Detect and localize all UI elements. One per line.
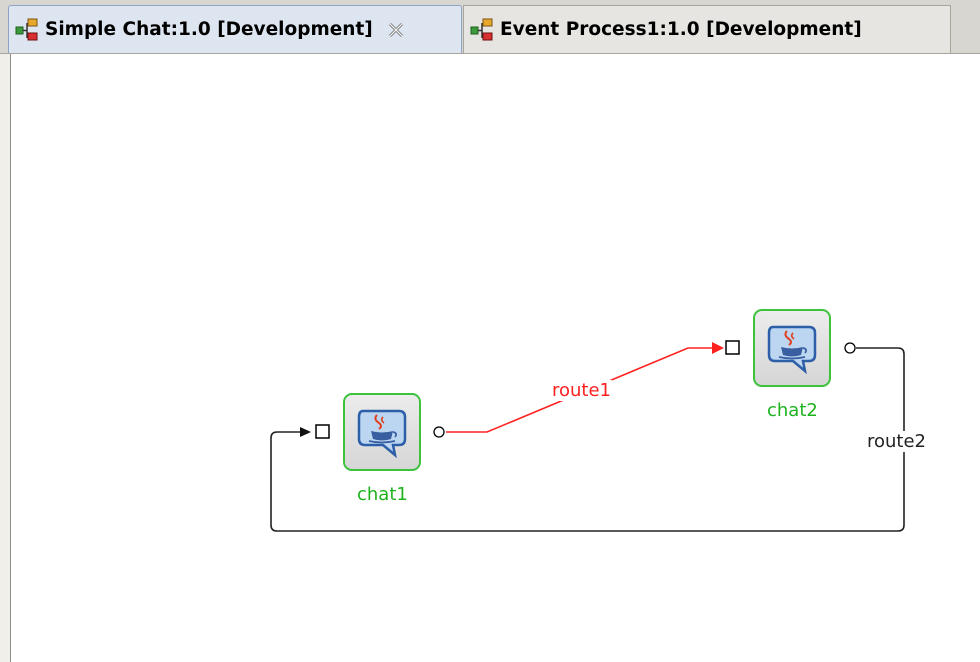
chat2-label: chat2 [767,400,818,421]
editor-tab-bar: Simple Chat:1.0 [Development] Event Proc… [0,0,980,54]
chat1-input-port[interactable] [315,424,330,439]
java-coffee-icon [357,409,407,459]
chat2-output-port[interactable] [844,342,856,354]
component-chat2[interactable] [753,309,831,387]
process-diagram-icon [15,18,38,40]
route2-label[interactable]: route2 [866,431,928,452]
chat1-output-port[interactable] [433,426,445,438]
route1-arrowhead [712,342,724,354]
tab-label: Event Process1:1.0 [Development] [500,19,862,40]
tab-event-process1[interactable]: Event Process1:1.0 [Development] [463,5,951,53]
java-coffee-icon [767,325,817,375]
editor-left-border [0,54,11,662]
close-icon[interactable] [387,21,405,39]
process-diagram-icon [470,18,493,40]
tab-label: Simple Chat:1.0 [Development] [45,19,373,40]
chat1-label: chat1 [357,484,408,505]
tab-simple-chat[interactable]: Simple Chat:1.0 [Development] [8,5,462,53]
component-chat1[interactable] [343,393,421,471]
route2-connector[interactable] [270,347,905,532]
route2-arrowhead [300,427,311,437]
route1-label[interactable]: route1 [551,380,613,401]
chat2-input-port[interactable] [725,340,740,355]
